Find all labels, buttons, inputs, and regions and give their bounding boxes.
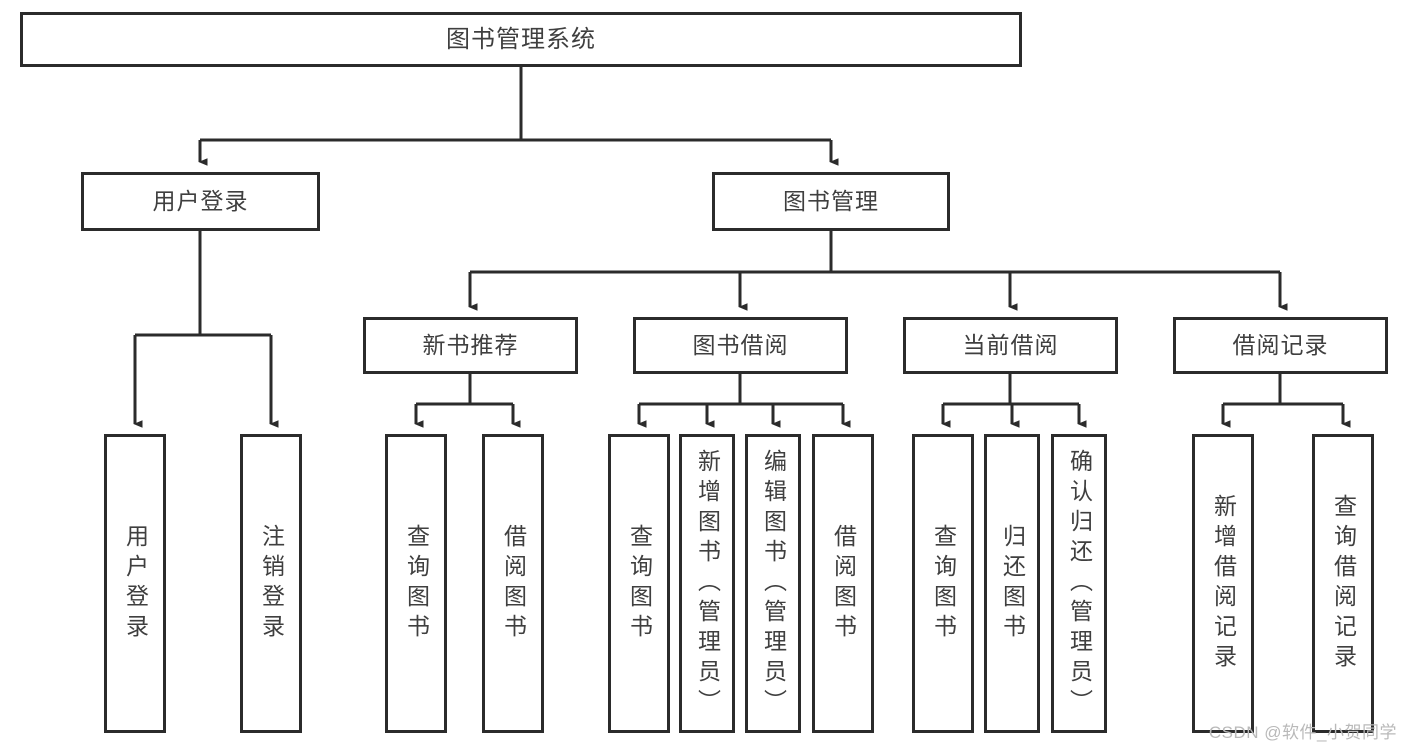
node-new-book-recommend[interactable]: 新书推荐 bbox=[363, 317, 578, 374]
leaf-return-book-label: 归还图书 bbox=[999, 523, 1026, 644]
leaf-add-borrow-record-label: 新增借阅记录 bbox=[1210, 493, 1237, 674]
node-user-login[interactable]: 用户登录 bbox=[81, 172, 320, 231]
leaf-add-book-admin-label: 新增图书（管理员） bbox=[694, 448, 721, 719]
node-book-borrow-label: 图书借阅 bbox=[692, 332, 789, 359]
node-user-login-label: 用户登录 bbox=[152, 188, 249, 215]
leaf-user-login[interactable]: 用户登录 bbox=[104, 434, 166, 733]
node-borrow-record[interactable]: 借阅记录 bbox=[1173, 317, 1388, 374]
leaf-borrow-book-recommend[interactable]: 借阅图书 bbox=[482, 434, 544, 733]
leaf-return-book[interactable]: 归还图书 bbox=[984, 434, 1040, 733]
leaf-query-book-current-label: 查询图书 bbox=[930, 523, 957, 644]
leaf-confirm-return-admin-label: 确认归还（管理员） bbox=[1066, 448, 1093, 719]
leaf-query-book-current[interactable]: 查询图书 bbox=[912, 434, 974, 733]
leaf-confirm-return-admin[interactable]: 确认归还（管理员） bbox=[1051, 434, 1107, 733]
node-borrow-record-label: 借阅记录 bbox=[1232, 332, 1329, 359]
leaf-query-borrow-record-label: 查询借阅记录 bbox=[1330, 493, 1357, 674]
leaf-borrow-book-recommend-label: 借阅图书 bbox=[500, 523, 527, 644]
leaf-edit-book-admin[interactable]: 编辑图书（管理员） bbox=[745, 434, 801, 733]
node-root[interactable]: 图书管理系统 bbox=[20, 12, 1022, 67]
leaf-query-book-recommend[interactable]: 查询图书 bbox=[385, 434, 447, 733]
leaf-logout[interactable]: 注销登录 bbox=[240, 434, 302, 733]
leaf-query-borrow-record[interactable]: 查询借阅记录 bbox=[1312, 434, 1374, 733]
node-current-borrow-label: 当前借阅 bbox=[962, 332, 1059, 359]
leaf-add-book-admin[interactable]: 新增图书（管理员） bbox=[679, 434, 735, 733]
leaf-add-borrow-record[interactable]: 新增借阅记录 bbox=[1192, 434, 1254, 733]
leaf-user-login-label: 用户登录 bbox=[122, 523, 149, 644]
node-new-book-recommend-label: 新书推荐 bbox=[422, 332, 519, 359]
leaf-borrow-book-label: 借阅图书 bbox=[830, 523, 857, 644]
leaf-query-book-borrow-label: 查询图书 bbox=[626, 523, 653, 644]
node-book-management-label: 图书管理 bbox=[783, 188, 879, 215]
leaf-borrow-book[interactable]: 借阅图书 bbox=[812, 434, 874, 733]
node-book-management[interactable]: 图书管理 bbox=[712, 172, 950, 231]
leaf-logout-label: 注销登录 bbox=[258, 523, 285, 644]
leaf-query-book-recommend-label: 查询图书 bbox=[403, 523, 430, 644]
node-current-borrow[interactable]: 当前借阅 bbox=[903, 317, 1118, 374]
leaf-edit-book-admin-label: 编辑图书（管理员） bbox=[760, 448, 787, 719]
node-root-label: 图书管理系统 bbox=[446, 25, 596, 53]
leaf-query-book-borrow[interactable]: 查询图书 bbox=[608, 434, 670, 733]
node-book-borrow[interactable]: 图书借阅 bbox=[633, 317, 848, 374]
